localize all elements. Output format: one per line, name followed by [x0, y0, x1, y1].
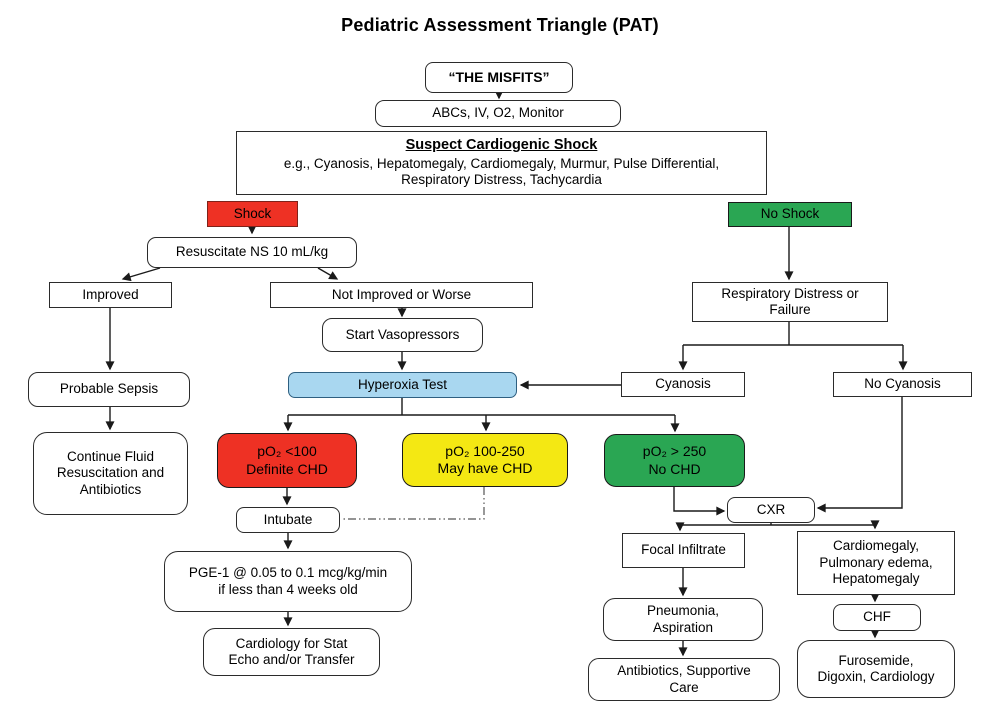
node-cyanosis: Cyanosis [621, 372, 745, 397]
node-no-cyanosis: No Cyanosis [833, 372, 972, 397]
node-pneumonia-aspiration: Pneumonia, Aspiration [603, 598, 763, 641]
node-the-misfits: “THE MISFITS” [425, 62, 573, 93]
node-probable-sepsis: Probable Sepsis [28, 372, 190, 407]
node-cxr: CXR [727, 497, 815, 523]
node-suspect-cardiogenic-shock: Suspect Cardiogenic Shock e.g., Cyanosis… [236, 131, 767, 195]
node-antibiotics-supportive-care: Antibiotics, Supportive Care [588, 658, 780, 701]
node-respiratory-distress-or-failure: Respiratory Distress or Failure [692, 282, 888, 322]
node-not-improved-or-worse: Not Improved or Worse [270, 282, 533, 308]
node-po2-100-250-may-have-chd: pO₂ 100-250 May have CHD [402, 433, 568, 487]
node-po2-under-100-definite-chd: pO₂ <100 Definite CHD [217, 433, 357, 488]
connector-po2high-cxr [673, 487, 726, 516]
node-focal-infiltrate: Focal Infiltrate [622, 533, 745, 568]
node-no-shock: No Shock [728, 202, 852, 227]
connector-po2mid-intubate-dashed [342, 487, 485, 520]
node-furosemide-digoxin-cardiology: Furosemide, Digoxin, Cardiology [797, 640, 955, 698]
connector-respdistress-split [683, 322, 903, 346]
node-chf: CHF [833, 604, 921, 631]
page-title: Pediatric Assessment Triangle (PAT) [341, 15, 659, 35]
connector-resuscitate-notimproved [317, 267, 339, 280]
connector-hyperoxia-split [288, 398, 675, 416]
node-pge1-dose: PGE-1 @ 0.05 to 0.1 mcg/kg/min if less t… [164, 551, 412, 612]
node-abcs-iv-o2-monitor: ABCs, IV, O2, Monitor [375, 100, 621, 127]
node-improved: Improved [49, 282, 172, 308]
connector-nocyanosis-cxr [816, 397, 903, 513]
node-hyperoxia-test: Hyperoxia Test [288, 372, 517, 398]
connector-resuscitate-improved [121, 267, 161, 282]
node-shock: Shock [207, 201, 298, 227]
node-cardiology-stat-echo: Cardiology for Stat Echo and/or Transfer [203, 628, 380, 676]
suspect-title: Suspect Cardiogenic Shock [405, 137, 598, 154]
suspect-examples: e.g., Cyanosis, Hepatomegaly, Cardiomega… [283, 155, 720, 188]
node-po2-over-250-no-chd: pO₂ > 250 No CHD [604, 434, 745, 487]
node-cardiomegaly-pulmonary-edema: Cardiomegaly, Pulmonary edema, Hepatomeg… [797, 531, 955, 595]
node-intubate: Intubate [236, 507, 340, 533]
node-start-vasopressors: Start Vasopressors [322, 318, 483, 352]
node-continue-fluid-resuscitation: Continue Fluid Resuscitation and Antibio… [33, 432, 188, 515]
node-resuscitate-ns: Resuscitate NS 10 mL/kg [147, 237, 357, 268]
connector-cxr-split [680, 523, 875, 526]
